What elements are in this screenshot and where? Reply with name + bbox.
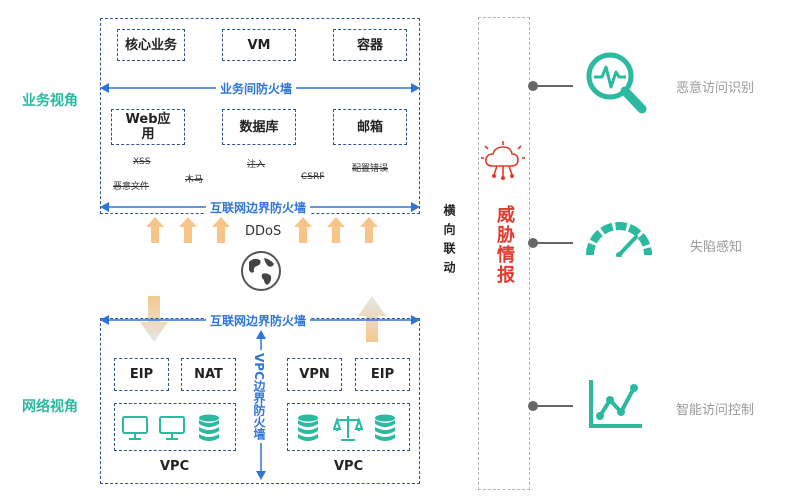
threat-injection: 注入 bbox=[247, 160, 266, 170]
ddos-arrows bbox=[146, 217, 378, 243]
vpn-box: VPN bbox=[287, 358, 342, 391]
vpc-box-left bbox=[114, 403, 236, 451]
vpc-box-right bbox=[287, 403, 410, 451]
vpc-label-left: VPC bbox=[160, 459, 190, 474]
vm-box: VM bbox=[222, 29, 296, 61]
vpc-firewall-label: VPC边界防火墙 bbox=[251, 350, 268, 443]
globe-icon bbox=[241, 251, 281, 291]
threat-intel-label: 威胁情报 bbox=[494, 205, 515, 285]
database-icon bbox=[375, 414, 395, 441]
inter-firewall-label: 业务间防火墙 bbox=[216, 80, 297, 97]
container-box: 容器 bbox=[333, 29, 407, 61]
line-chart-icon bbox=[589, 380, 642, 428]
gauge-icon bbox=[586, 222, 652, 257]
threat-xss: XSS bbox=[133, 157, 151, 167]
magnifier-pulse-icon bbox=[586, 52, 647, 114]
capability-label-malicious-access: 恶意访问识别 bbox=[676, 81, 755, 96]
balance-scale-icon bbox=[333, 416, 363, 441]
business-view-label: 业务视角 bbox=[22, 93, 78, 109]
upward-traffic-arrow bbox=[358, 296, 386, 342]
web-app-box: Web应用 bbox=[111, 109, 185, 145]
vpc-label-right: VPC bbox=[334, 459, 364, 474]
core-business-box: 核心业务 bbox=[117, 29, 185, 61]
capability-label-access-control: 智能访问控制 bbox=[676, 403, 755, 418]
capability-connectors bbox=[528, 81, 573, 411]
cloud-alert-icon bbox=[481, 141, 525, 180]
ddos-label: DDoS bbox=[245, 224, 282, 239]
border-firewall-top-label: 互联网边界防火墙 bbox=[206, 199, 311, 216]
monitor-icon bbox=[122, 416, 148, 440]
eip-box-left: EIP bbox=[114, 358, 169, 391]
threat-malicious-file: 恶意文件 bbox=[113, 182, 150, 192]
database-icon bbox=[298, 414, 318, 441]
monitor-icon bbox=[159, 416, 185, 440]
threat-csrf: CSRF bbox=[301, 172, 325, 182]
nat-box: NAT bbox=[181, 358, 236, 391]
border-firewall-bottom-label: 互联网边界防火墙 bbox=[206, 312, 311, 329]
downward-traffic-arrow bbox=[140, 296, 168, 342]
mailbox-box: 邮箱 bbox=[333, 109, 407, 145]
eip-box-right: EIP bbox=[355, 358, 410, 391]
database-box: 数据库 bbox=[222, 109, 296, 145]
lateral-link-label: 横向联动 bbox=[442, 204, 456, 280]
capability-label-compromise: 失陷感知 bbox=[690, 240, 743, 255]
threat-trojan: 木马 bbox=[185, 175, 204, 185]
network-view-label: 网络视角 bbox=[22, 399, 78, 415]
threat-misconfig: 配置错误 bbox=[352, 164, 389, 174]
database-icon bbox=[199, 414, 219, 441]
threat-intel-panel bbox=[478, 17, 530, 490]
